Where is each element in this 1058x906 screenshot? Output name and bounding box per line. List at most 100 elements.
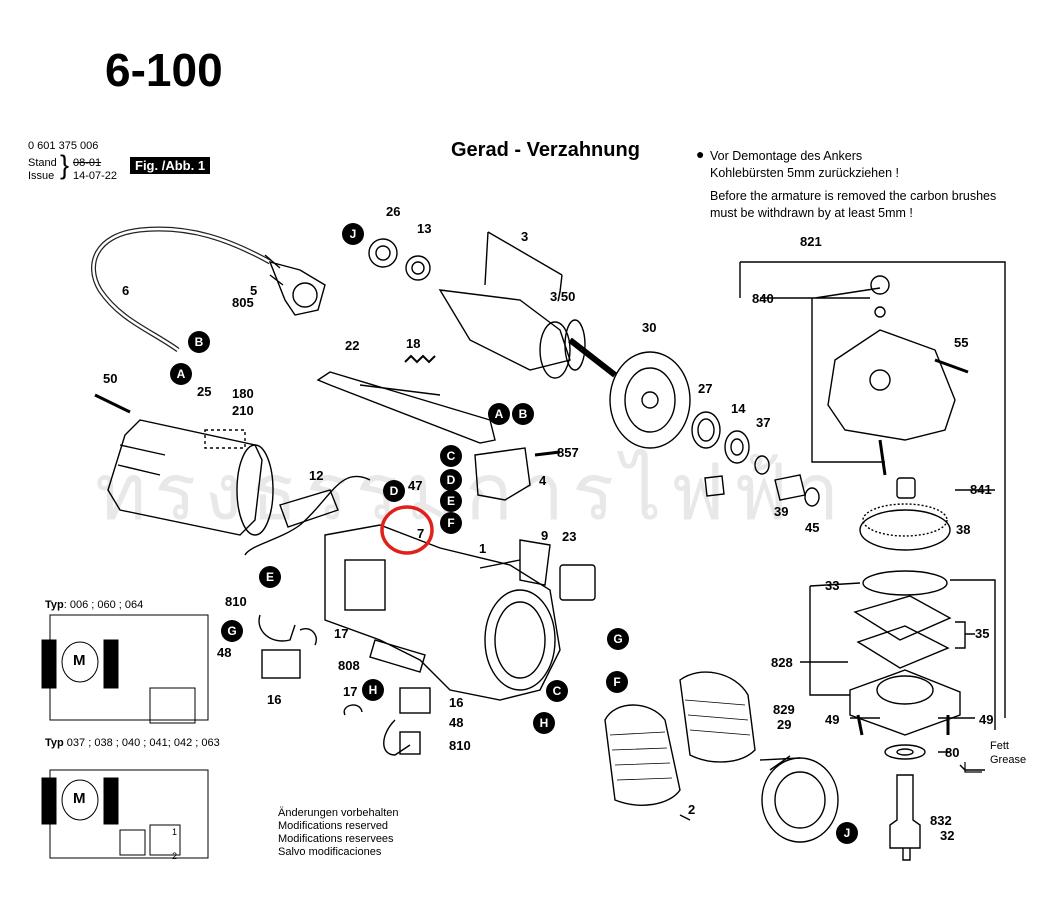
switch-pos-2: 2 — [172, 851, 178, 861]
part-label: 27 — [698, 381, 713, 396]
part-label: 37 — [756, 415, 771, 430]
modifications-line: Salvo modificaciones — [278, 846, 382, 858]
motor-symbol: M — [73, 652, 86, 669]
ref-ball: H — [362, 679, 384, 701]
part-label: 6 — [122, 283, 130, 298]
part-label: 50 — [103, 371, 118, 386]
part-label: 1 — [479, 541, 487, 556]
note-de-2: Kohlebürsten 5mm zurückziehen ! — [710, 166, 899, 180]
part-label: 832 — [930, 813, 952, 828]
ref-ball: A — [488, 403, 510, 425]
part-label: 17 — [343, 684, 358, 699]
switch-rod — [316, 371, 496, 444]
switch-pos-1: 1 — [172, 827, 178, 837]
power-cord — [91, 226, 272, 353]
grease-en: Grease — [990, 754, 1027, 766]
motor-housing — [324, 524, 561, 701]
grease-de: Fett — [990, 740, 1009, 752]
wiring-schematic-1 — [41, 614, 209, 724]
spindle — [889, 774, 921, 849]
wiring-schematic-2 — [41, 769, 209, 859]
ref-ball: J — [342, 223, 364, 245]
part-label: 180 — [232, 386, 254, 401]
typ-values: 037 ; 038 ; 040 ; 041; 042 ; 063 — [63, 737, 220, 749]
part-label: 25 — [197, 384, 212, 399]
part-label: 840 — [752, 291, 774, 306]
ref-ball: C — [440, 445, 462, 467]
stand-label: Stand — [28, 157, 57, 169]
note-en-1: Before the armature is removed the carbo… — [710, 189, 997, 203]
new-date: 14-07-22 — [73, 170, 118, 182]
part-label: 16 — [449, 695, 464, 710]
ref-ball: B — [512, 403, 534, 425]
bevel-gear — [859, 509, 951, 551]
part-label: 810 — [225, 594, 247, 609]
ref-ball: J — [836, 822, 858, 844]
typ-values: : 006 ; 060 ; 064 — [63, 599, 144, 611]
part-label: 828 — [771, 655, 793, 670]
part-label: 48 — [449, 715, 464, 730]
modifications-line: Modifications reserved — [278, 820, 389, 832]
part-label: 3 — [521, 229, 529, 244]
part-label: 810 — [449, 738, 471, 753]
modifications-line: Änderungen vorbehalten — [278, 807, 399, 819]
old-date: 08-01 — [73, 157, 102, 169]
part-label: 32 — [940, 828, 955, 843]
part-label: 5 — [250, 283, 258, 298]
page-title: Gerad - Verzahnung — [451, 139, 640, 161]
ref-ball: F — [440, 512, 462, 534]
bearing-26 — [368, 238, 398, 268]
part-label: 12 — [309, 468, 324, 483]
part-label: 808 — [338, 658, 360, 673]
gear-housing — [827, 329, 956, 441]
watermark-text: ทรงธรรมการไฟฟ้า — [95, 448, 848, 538]
part-label: 33 — [825, 578, 840, 593]
part-label: 7 — [417, 526, 425, 541]
power-plug — [268, 260, 326, 316]
figure-label: Fig. /Abb. 1 — [130, 157, 211, 174]
bearing-13 — [405, 255, 431, 281]
part-label: 3/50 — [550, 289, 576, 304]
part-label: 857 — [557, 445, 579, 460]
modifications-line: Modifications reservees — [278, 833, 394, 845]
highlight-circle — [380, 505, 434, 555]
part-label: 45 — [805, 520, 820, 535]
part-label: 14 — [731, 401, 746, 416]
part-label: 47 — [408, 478, 423, 493]
bearing-flange — [849, 669, 961, 736]
ref-ball: C — [546, 680, 568, 702]
typ-label: Typ — [45, 599, 64, 611]
note-en-2: must be withdrawn by at least 5mm ! — [710, 206, 913, 220]
fan — [609, 351, 691, 449]
type-list-2: Typ 037 ; 038 ; 040 ; 041; 042 ; 063 — [45, 738, 220, 749]
ref-ball: H — [533, 712, 555, 734]
issue-label: Issue — [28, 170, 55, 182]
part-label: 35 — [975, 626, 990, 641]
ref-ball: G — [607, 628, 629, 650]
part-label: 30 — [642, 320, 657, 335]
motor-symbol: M — [73, 790, 86, 807]
part-label: 38 — [956, 522, 971, 537]
ref-ball: E — [259, 566, 281, 588]
part-label: 22 — [345, 338, 360, 353]
part-label: 805 — [232, 295, 254, 310]
part-label: 39 — [774, 504, 789, 519]
part-label: 17 — [334, 626, 349, 641]
armature — [438, 289, 571, 371]
part-label: 13 — [417, 221, 432, 236]
part-label: 29 — [777, 717, 792, 732]
motor-cover — [107, 419, 263, 536]
switch-block — [474, 447, 531, 501]
ref-ball: E — [440, 490, 462, 512]
part-label: 16 — [267, 692, 282, 707]
part-label: 80 — [945, 745, 960, 760]
part-label: 821 — [800, 234, 822, 249]
part-label: 49 — [979, 712, 994, 727]
ref-ball: B — [188, 331, 210, 353]
part-label: 48 — [217, 645, 232, 660]
part-label: 26 — [386, 204, 401, 219]
brace: } — [60, 150, 70, 180]
part-label: 4 — [539, 473, 547, 488]
part-label: 210 — [232, 403, 254, 418]
